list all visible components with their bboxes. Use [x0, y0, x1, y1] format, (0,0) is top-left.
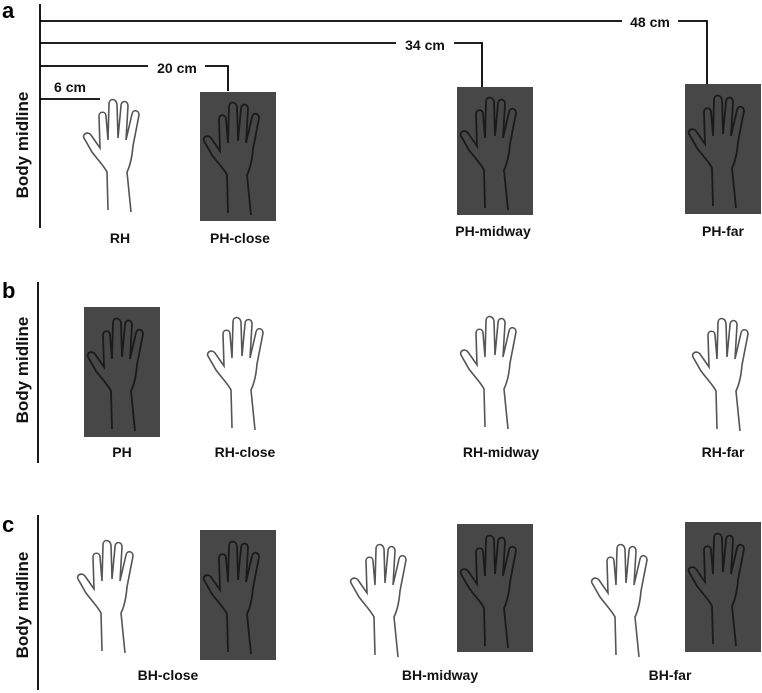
real-hand-bh-midway — [349, 543, 407, 658]
real-hand-bh-close — [76, 539, 134, 654]
panel-c-letter: c — [2, 512, 14, 537]
bracket-34-right — [454, 42, 483, 87]
panel-c: c Body midline BH-close BH-midway BH-far — [2, 512, 761, 690]
panel-b-axis-label: Body midline — [13, 317, 32, 424]
label-ph: PH — [112, 444, 131, 460]
panel-b-letter: b — [2, 278, 15, 303]
label-rh: RH — [110, 230, 130, 246]
distance-34: 34 cm — [405, 37, 445, 53]
label-bh-far: BH-far — [649, 667, 692, 683]
label-ph-close: PH-close — [210, 230, 270, 246]
label-bh-close: BH-close — [138, 667, 199, 683]
real-hand-bh-far — [590, 543, 648, 658]
label-rh-close: RH-close — [215, 444, 276, 460]
distance-6: 6 cm — [54, 79, 86, 95]
panel-a-axis-label: Body midline — [13, 92, 32, 199]
label-rh-far: RH-far — [702, 444, 745, 460]
distance-20: 20 cm — [157, 60, 197, 76]
label-bh-midway: BH-midway — [402, 667, 478, 683]
panel-c-axis-label: Body midline — [13, 552, 32, 659]
panel-a: a Body midline 48 cm 34 cm 20 cm 6 cm RH… — [2, 0, 761, 246]
bracket-20-right — [205, 65, 229, 91]
distance-48: 48 cm — [630, 14, 670, 30]
label-rh-midway: RH-midway — [463, 444, 539, 460]
bracket-48-right — [678, 20, 708, 84]
label-ph-far: PH-far — [702, 223, 745, 239]
label-ph-midway: PH-midway — [455, 223, 531, 239]
real-hand-rh — [82, 98, 140, 213]
real-hand-midway — [459, 315, 517, 430]
panel-a-letter: a — [2, 0, 15, 23]
panel-b: b Body midline PH RH-close RH-midway RH-… — [2, 278, 749, 463]
real-hand-far — [691, 317, 749, 432]
real-hand-close — [206, 316, 264, 431]
